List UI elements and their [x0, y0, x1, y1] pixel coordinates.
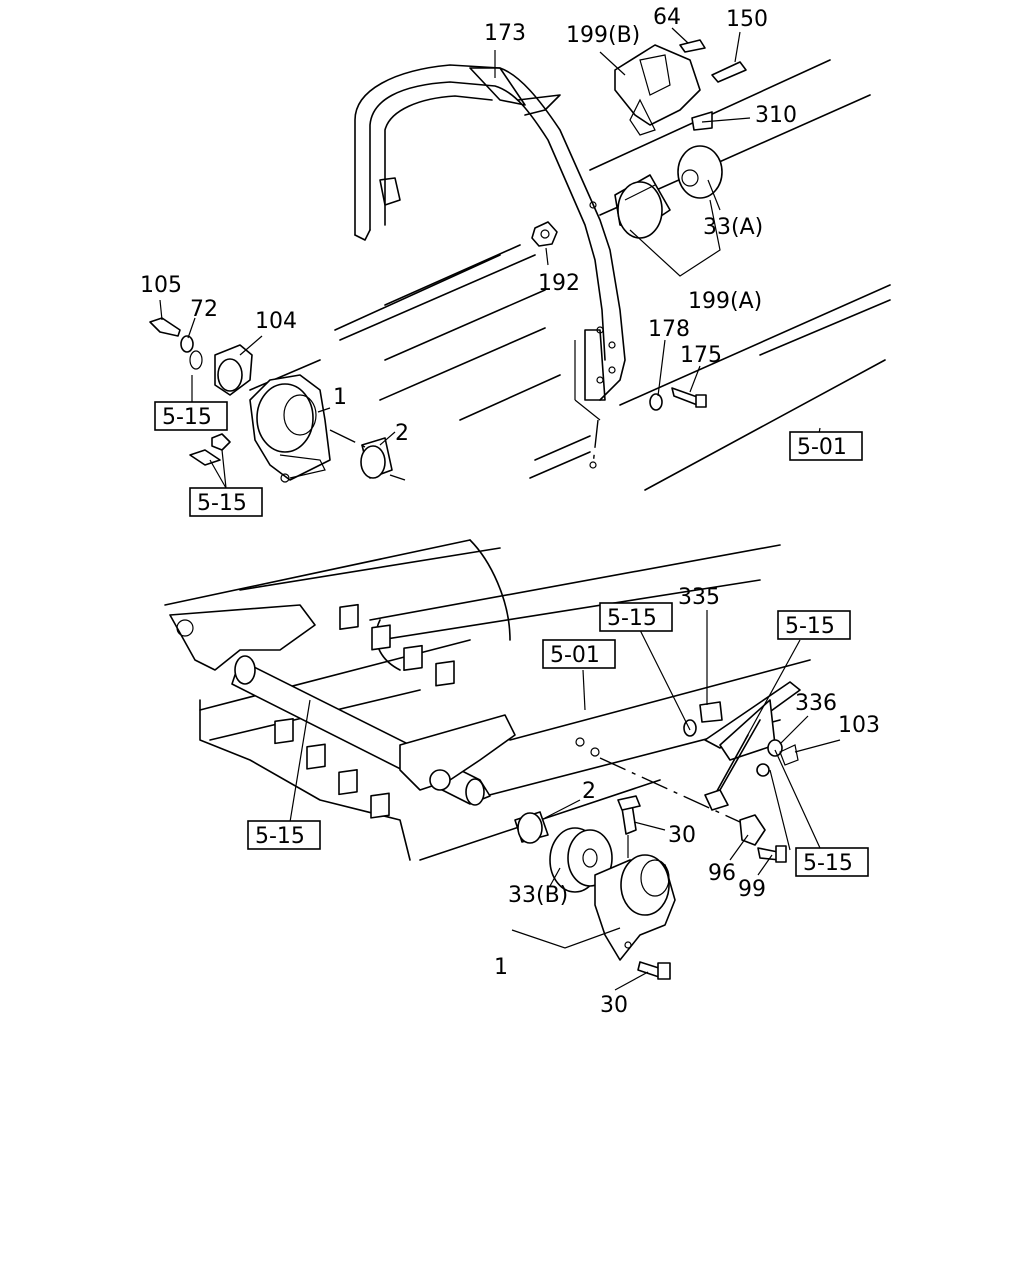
mount-199a	[614, 145, 723, 239]
ref-box-5-15-f: 5-15	[803, 851, 853, 876]
callout-96: 96	[708, 861, 736, 886]
callout-72: 72	[190, 297, 218, 322]
callout-105: 105	[140, 273, 182, 298]
callout-336: 336	[795, 691, 837, 716]
callout-192: 192	[538, 271, 580, 296]
lower-mount-group	[514, 795, 676, 980]
callout-33b: 33(B)	[508, 883, 568, 908]
ref-box-5-15-a: 5-15	[162, 405, 212, 430]
callout-150: 150	[726, 7, 768, 32]
callout-labels: 173 199(B) 64 150 310 33(A) 199(A) 192 1…	[140, 5, 880, 1018]
callout-64: 64	[653, 5, 681, 30]
reference-boxes: 5-15 5-15 5-01 5-15 5-15 5-01 5-15 5-15	[154, 401, 869, 877]
callout-199b: 199(B)	[566, 23, 640, 48]
washer-178-bolt-175	[649, 387, 707, 411]
callout-310: 310	[755, 103, 797, 128]
callout-178: 178	[648, 317, 690, 342]
ref-box-5-15-d: 5-15	[785, 614, 835, 639]
callout-199a: 199(A)	[688, 289, 762, 314]
callout-30-lower: 30	[600, 993, 628, 1018]
left-mount-group	[149, 317, 406, 483]
callout-1-lower: 1	[494, 955, 508, 980]
bracket-199b	[614, 39, 747, 136]
callout-335: 335	[678, 585, 720, 610]
ref-box-5-01-a: 5-01	[797, 435, 847, 460]
right-linkage-group	[599, 681, 801, 863]
callout-2-lower: 2	[582, 779, 596, 804]
callout-30-upper: 30	[668, 823, 696, 848]
ref-box-5-15-b: 5-15	[197, 491, 247, 516]
callout-33a: 33(A)	[703, 215, 763, 240]
leader-lines	[159, 27, 841, 991]
lower-frame	[164, 539, 811, 861]
callout-173: 173	[484, 21, 526, 46]
callout-99: 99	[738, 877, 766, 902]
callout-104: 104	[255, 309, 297, 334]
callout-2-upper: 2	[395, 421, 409, 446]
cab-guard-frame	[354, 64, 626, 469]
ref-box-5-15-c: 5-15	[607, 606, 657, 631]
nut-192	[531, 221, 558, 247]
callout-1-upper: 1	[333, 385, 347, 410]
callout-103: 103	[838, 713, 880, 738]
callout-175: 175	[680, 343, 722, 368]
ref-box-5-15-e: 5-15	[255, 824, 305, 849]
ref-box-5-01-b: 5-01	[550, 643, 600, 668]
